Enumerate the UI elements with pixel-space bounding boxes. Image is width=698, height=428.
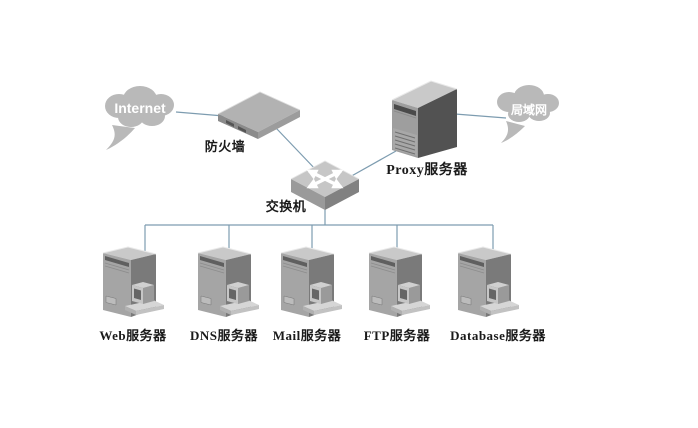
link-proxy-lan xyxy=(454,113,507,119)
mail-server-label: Mail服务器 xyxy=(272,328,342,343)
lan-cloud-icon xyxy=(497,85,559,143)
proxy-server-icon xyxy=(391,80,458,158)
switch-icon xyxy=(290,160,360,210)
lan-label: 局域网 xyxy=(510,103,548,117)
ftp-server-label: FTP服务器 xyxy=(363,328,431,343)
link-firewall-switch xyxy=(275,127,319,173)
switch-label: 交换机 xyxy=(265,199,307,214)
proxy-label: Proxy服务器 xyxy=(386,163,468,178)
mail-server-icon xyxy=(280,246,343,318)
link-internet-firewall xyxy=(175,111,225,117)
web-server-label: Web服务器 xyxy=(99,328,167,343)
dns-server-icon xyxy=(197,246,260,318)
link-switch-proxy xyxy=(347,150,397,179)
firewall-icon xyxy=(217,91,301,139)
web-server-icon xyxy=(102,246,165,318)
internet-label: Internet xyxy=(114,100,166,116)
database-server-label: Database服务器 xyxy=(450,328,546,343)
firewall-label: 防火墙 xyxy=(204,139,246,154)
dns-server-label: DNS服务器 xyxy=(189,328,259,343)
ftp-server-icon xyxy=(368,246,431,318)
internet-cloud-icon xyxy=(105,86,174,150)
database-server-icon xyxy=(457,246,520,318)
